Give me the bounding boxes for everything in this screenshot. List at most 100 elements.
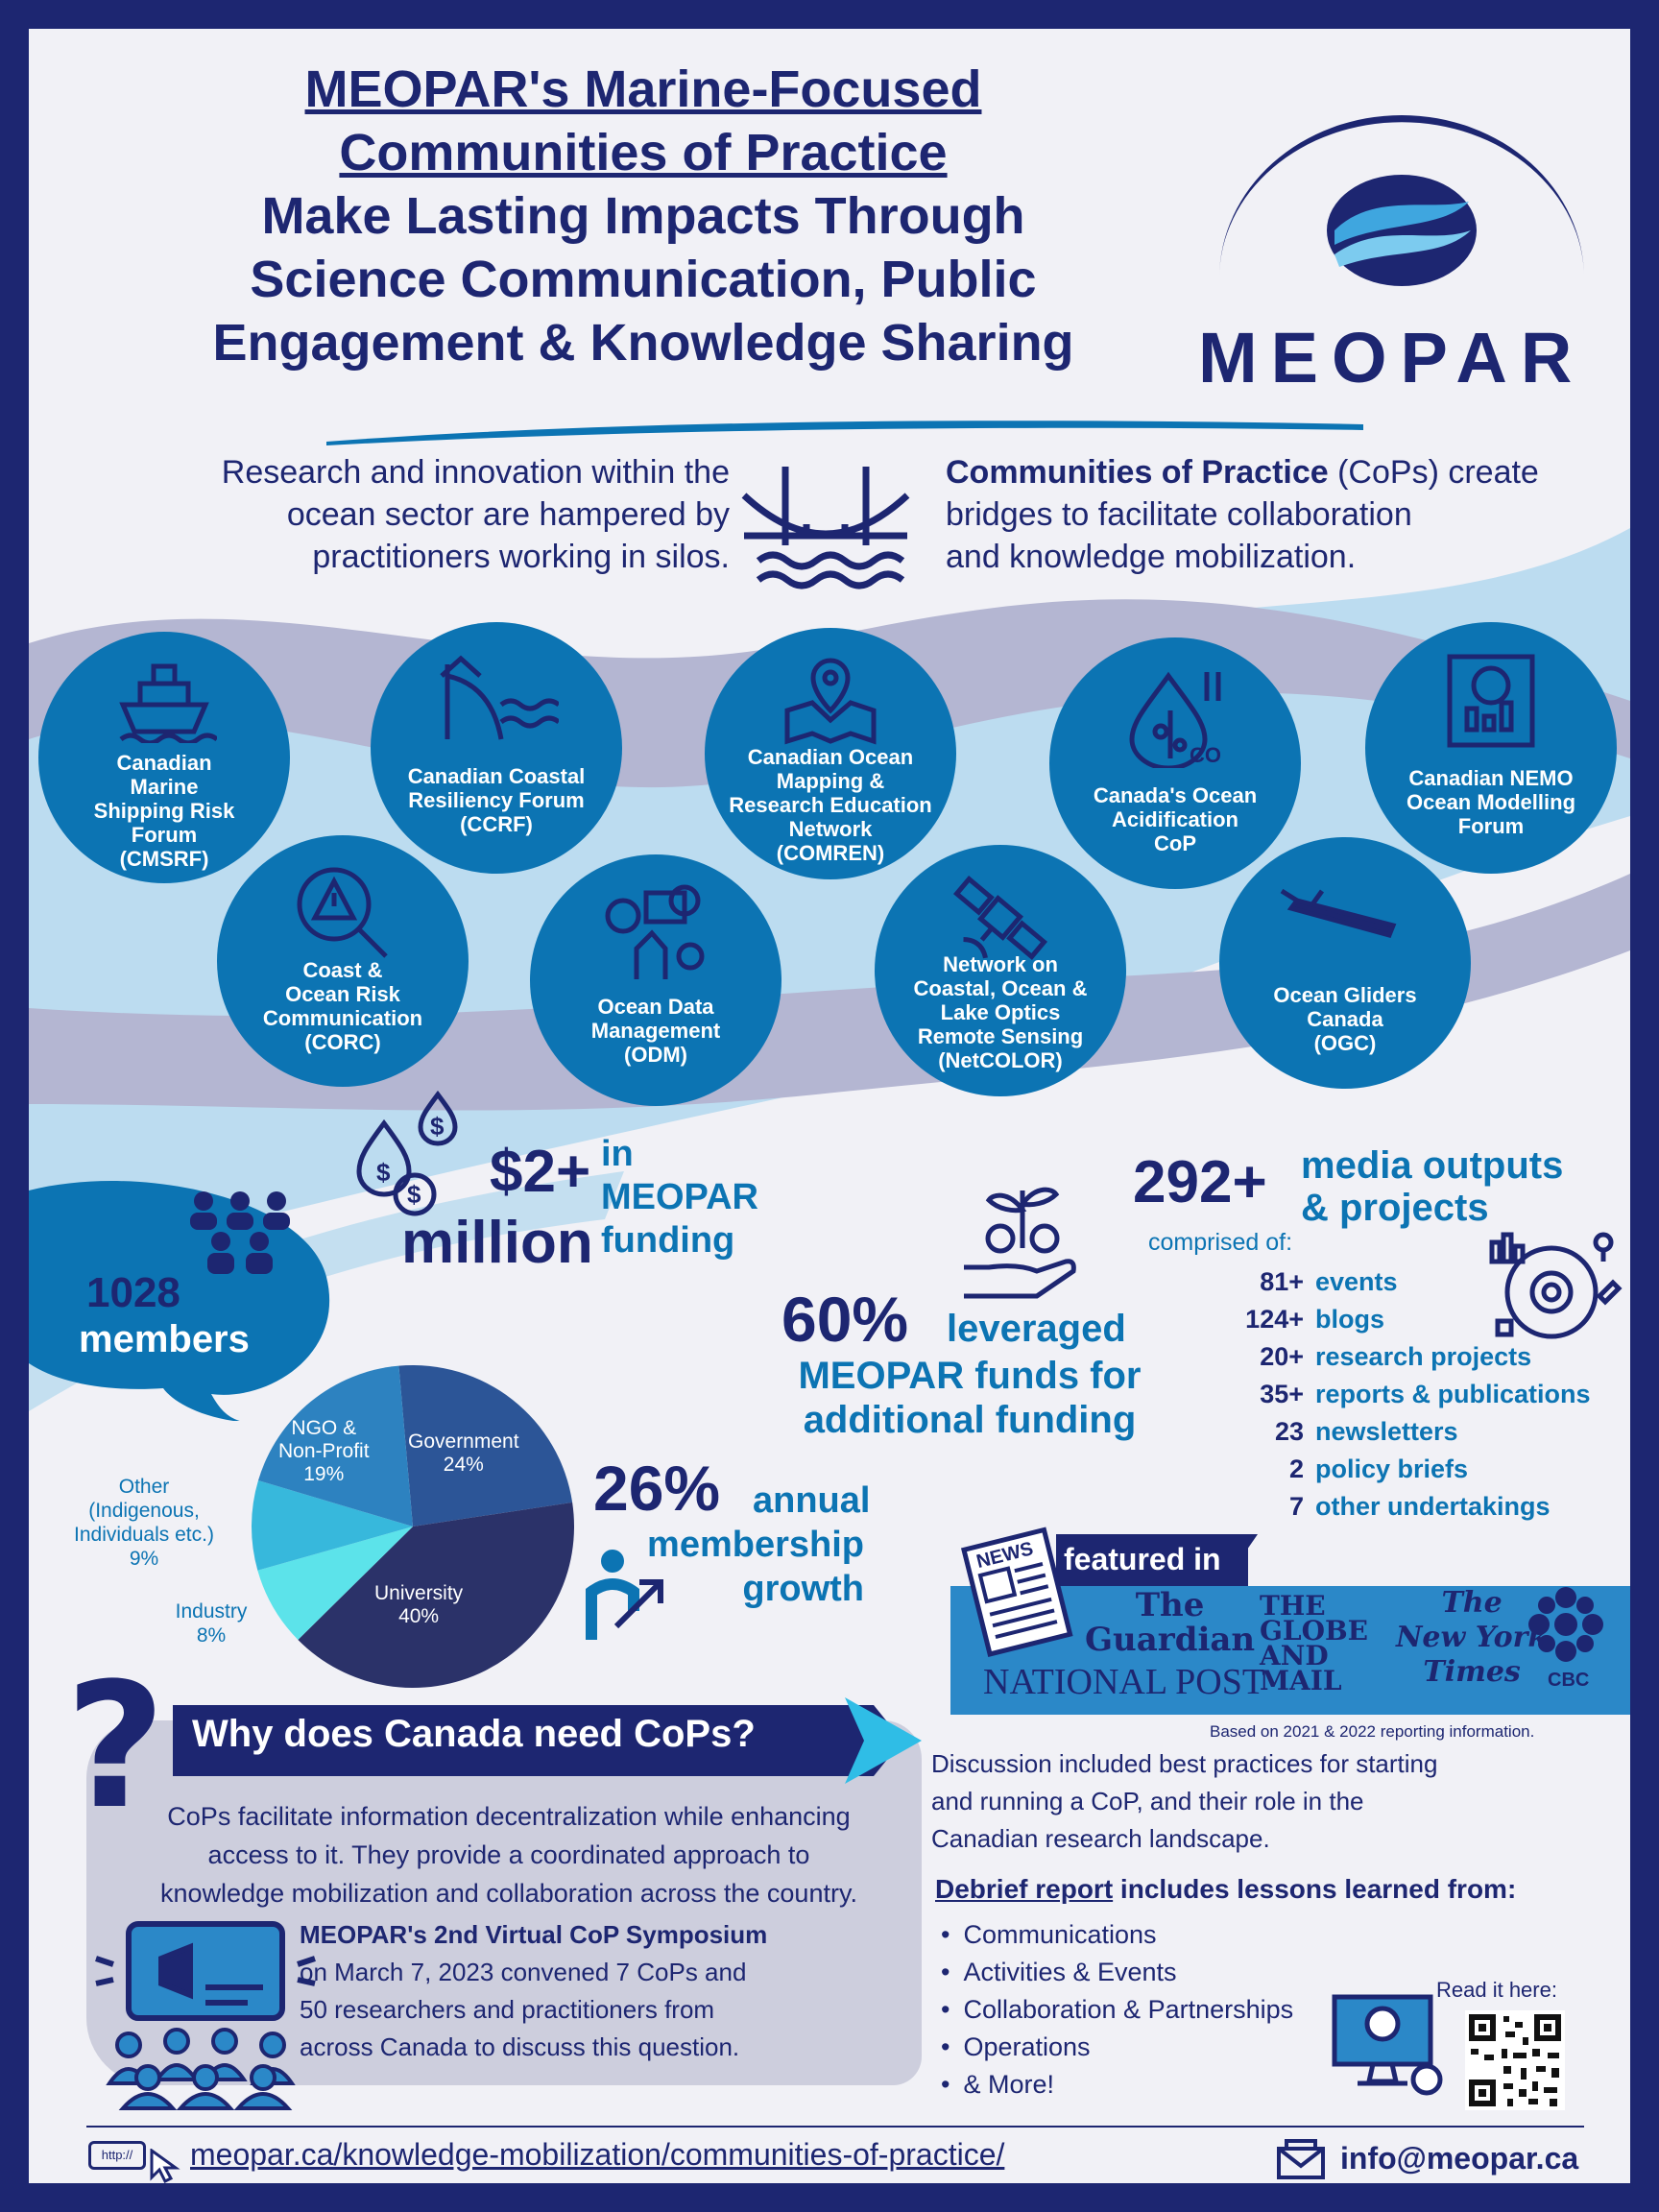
qr-code[interactable] — [1465, 2010, 1565, 2110]
pie-slice-industry — [257, 1527, 413, 1640]
email-icon — [1277, 2139, 1325, 2179]
svg-text:$: $ — [376, 1158, 391, 1187]
leverage-percent: 60% — [781, 1284, 909, 1355]
computer-report-icon — [1332, 1994, 1443, 2096]
title-line-4: Science Communication, Public — [250, 251, 1037, 308]
discussion-text: Discussion included best practices for s… — [931, 1749, 1438, 1853]
list-item: Operations — [941, 2029, 1293, 2066]
pie-slice-other — [252, 1480, 413, 1571]
reporting-note: Based on 2021 & 2022 reporting informati… — [1210, 1722, 1535, 1741]
list-item: 35+reports & publications — [1260, 1380, 1591, 1408]
list-item: Communications — [941, 1916, 1293, 1954]
analytics-gear-icon — [1489, 1232, 1623, 1339]
members-group-icon — [190, 1191, 290, 1274]
cursor-icon — [150, 2149, 180, 2183]
leverage-line1: leveraged — [947, 1308, 1126, 1350]
why-banner — [173, 1697, 922, 1784]
featured-label-box — [1056, 1534, 1248, 1590]
svg-text:$: $ — [407, 1180, 421, 1209]
growth-line1: annual — [753, 1480, 871, 1521]
satellite-icon — [952, 876, 1048, 960]
media-title: media outputs & projects — [1301, 1144, 1564, 1229]
title-line-3: Make Lasting Impacts Through — [261, 187, 1025, 245]
intro-cops-text: Communities of Practice (CoPs) create br… — [946, 454, 1539, 575]
members-label: members — [79, 1318, 250, 1360]
glider-icon — [1280, 888, 1397, 939]
pie-slice-ngo — [258, 1365, 413, 1527]
pie-slice-university — [298, 1502, 574, 1688]
funding-unit: million — [401, 1210, 593, 1276]
title-line-5: Engagement & Knowledge Sharing — [212, 314, 1074, 372]
modelling-icon — [1447, 654, 1535, 748]
list-item: & More! — [941, 2066, 1293, 2104]
why-body: CoPs facilitate information decentraliza… — [160, 1802, 857, 1908]
list-item: Activities & Events — [941, 1954, 1293, 1991]
title-line-1: MEOPAR's Marine-Focused — [304, 60, 982, 118]
pie-label-other: Other(Indigenous,Individuals etc.)9% — [74, 1476, 214, 1570]
meopar-logo-graphic — [1219, 115, 1584, 286]
map-pin-icon — [784, 658, 877, 745]
communities-url-link[interactable]: meopar.ca/knowledge-mobilization/communi… — [190, 2137, 1005, 2172]
svg-text:CO: CO — [1190, 743, 1221, 767]
read-here-label: Read it here: — [1436, 1978, 1557, 2002]
leverage-lines: MEOPAR funds for additional funding — [798, 1355, 1142, 1441]
money-plant-hand-icon — [964, 1187, 1076, 1299]
symposium-text: MEOPAR's 2nd Virtual CoP Symposium on Ma… — [300, 1920, 768, 2061]
why-heading: Why does Canada need CoPs? — [192, 1713, 756, 1755]
title-line-2: Communities of Practice — [339, 124, 948, 181]
media-comprised: comprised of: — [1148, 1229, 1293, 1256]
membership-pie-chart — [252, 1365, 574, 1688]
url-icon: http:// — [88, 2141, 146, 2170]
bridge-icon — [741, 467, 910, 589]
lessons-list: Communications Activities & Events Colla… — [941, 1916, 1293, 2104]
data-hand-icon — [605, 884, 705, 979]
svg-text:CBC: CBC — [1548, 1670, 1589, 1691]
media-count: 292+ — [1133, 1149, 1267, 1215]
featured-label: featured in — [1064, 1542, 1221, 1576]
virtual-meeting-icon — [95, 1921, 316, 2110]
divider-swoosh — [326, 421, 1363, 445]
media-breakdown-list: 81+events 124+blogs 20+research projects… — [1171, 1263, 1591, 1526]
coastal-house-icon — [440, 655, 559, 740]
why-section-background — [86, 1720, 922, 2085]
newspaper-icon: NEWS — [960, 1527, 1073, 1657]
growth-percent: 26% — [593, 1453, 721, 1524]
contact-email[interactable]: info@meopar.ca — [1340, 2141, 1579, 2176]
funding-desc: in MEOPAR funding — [601, 1134, 758, 1261]
infographic-page: MEOPAR's Marine-Focused Communities of P… — [29, 29, 1630, 2183]
pie-slice-government — [398, 1365, 573, 1527]
page-title: MEOPAR's Marine-Focused Communities of P… — [115, 58, 1171, 374]
list-item: Collaboration & Partnerships — [941, 1991, 1293, 2029]
cbc-logo: CBC — [1528, 1587, 1603, 1691]
list-item: 20+research projects — [1260, 1342, 1532, 1371]
debrief-report-link[interactable]: Debrief report — [935, 1874, 1114, 1904]
funding-amount: $2+ — [490, 1139, 591, 1205]
debrief-heading: Debrief report includes lessons learned … — [935, 1874, 1517, 1904]
acid-drop-icon: CO — [1129, 671, 1221, 768]
money-drops-icon: $$$ — [356, 1090, 458, 1216]
national-post-logo: NATIONAL POST — [983, 1662, 1265, 1702]
growth-line2: membership growth — [647, 1525, 864, 1609]
list-item: 81+events — [1260, 1267, 1398, 1296]
question-mark-icon: ? — [65, 1647, 166, 1847]
risk-magnifier-icon — [297, 867, 388, 958]
ship-icon — [119, 663, 217, 743]
growth-person-icon — [586, 1550, 663, 1640]
